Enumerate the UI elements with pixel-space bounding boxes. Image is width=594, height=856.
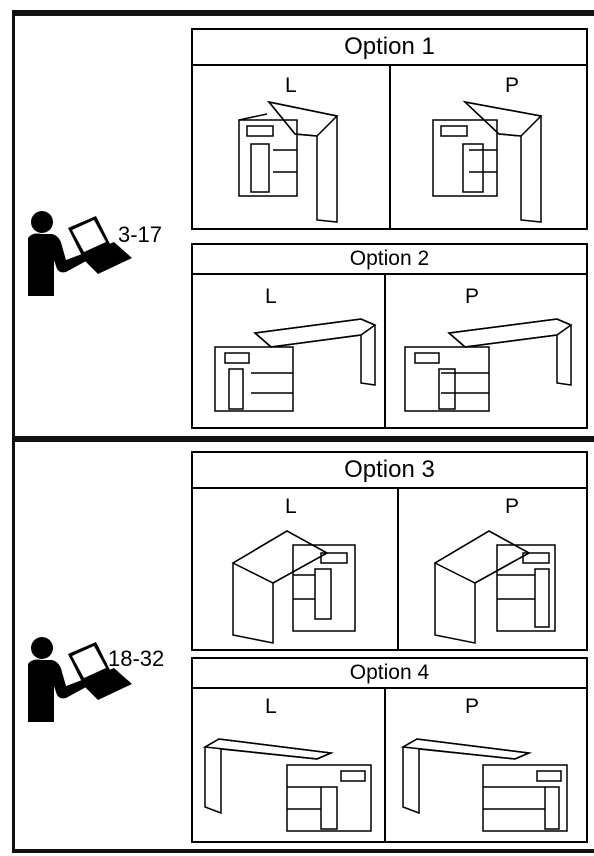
option-2-right-label: P (465, 285, 480, 308)
option-3-right-label: P (505, 495, 520, 518)
option-4-title: Option 4 (193, 659, 586, 689)
desk-assembly-icon (433, 530, 556, 644)
desk-assembly-icon (238, 100, 339, 223)
person-with-laptop-icon (28, 637, 132, 722)
option-3-divider (397, 489, 399, 651)
option-4-right-label: P (465, 695, 480, 718)
option-4-divider (384, 689, 386, 843)
step-range: 3-17 (118, 222, 163, 247)
desk-assembly-icon (231, 530, 356, 644)
desk-assembly-icon (400, 738, 568, 832)
option-2-panel: Option 2 L P (191, 243, 588, 429)
option-1-title: Option 1 (193, 30, 586, 66)
top-border (12, 10, 594, 16)
option-3-title: Option 3 (193, 453, 586, 489)
option-4-left-label: L (265, 695, 277, 718)
option-4-panel: Option 4 L P (191, 657, 588, 843)
left-border (12, 10, 15, 853)
desk-assembly-icon (404, 318, 573, 412)
desk-assembly-icon (202, 738, 372, 832)
section-divider (12, 436, 594, 442)
option-3-panel: Option 3 L P (191, 451, 588, 651)
option-1-panel: Option 1 L P (191, 28, 588, 230)
option-2-divider (384, 275, 386, 429)
desk-assembly-icon (214, 318, 377, 412)
person-with-laptop-icon (28, 211, 132, 296)
option-3-left-label: L (285, 495, 297, 518)
bottom-border (12, 849, 594, 853)
option-2-left-label: L (265, 285, 277, 308)
desk-assembly-icon (432, 100, 543, 223)
option-1-right-label: P (505, 74, 520, 97)
option-2-title: Option 2 (193, 245, 586, 275)
option-1-left-label: L (285, 74, 297, 97)
option-1-divider (389, 66, 391, 230)
step-range: 18-32 (108, 646, 165, 671)
